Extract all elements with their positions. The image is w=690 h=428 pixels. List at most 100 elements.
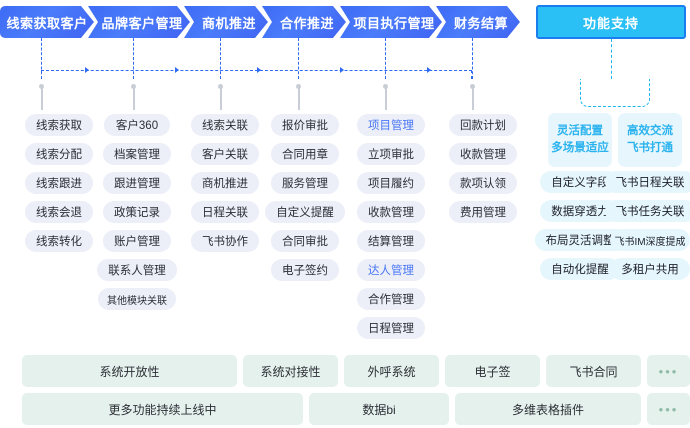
bottom-row2-2[interactable]: 数据bi	[309, 393, 449, 425]
process-tab-label: 财务结算	[453, 15, 508, 31]
bottom-bar-label: 电子签	[474, 364, 511, 379]
pill-flexible-config-2[interactable]: 数据穿透力	[540, 200, 620, 222]
pill-finance-settlement-1[interactable]: 回款计划	[449, 114, 517, 136]
process-tab-label: 项目执行管理	[353, 15, 435, 31]
process-tab-3[interactable]: 商机推进	[184, 6, 268, 38]
bottom-row1-3[interactable]: 外呼系统	[344, 355, 439, 387]
bottom-bar-label: •••	[658, 363, 679, 379]
support-heading-line: 灵活配置	[557, 125, 603, 137]
pill-cooperation-3[interactable]: 服务管理	[271, 172, 339, 194]
process-tab-label: 品牌客户管理	[101, 15, 183, 31]
pill-lead-acquisition-3[interactable]: 线索跟进	[25, 172, 93, 194]
pill-flexible-config-4[interactable]: 自动化提醒	[540, 258, 620, 280]
pill-project-execution-1[interactable]: 项目管理	[357, 114, 425, 136]
pill-lead-acquisition-2[interactable]: 线索分配	[25, 143, 93, 165]
bottom-row2-4[interactable]: •••	[647, 393, 690, 425]
support-heading-efficient-communication: 高效交流飞书打通	[618, 113, 682, 167]
process-tab-label: 合作推进	[279, 15, 334, 31]
pill-opportunity-2[interactable]: 客户关联	[191, 143, 259, 165]
column-stem-3	[218, 84, 223, 110]
process-tab-1[interactable]: 线索获取客户	[0, 6, 94, 38]
pill-cooperation-5[interactable]: 合同审批	[271, 230, 339, 252]
pill-project-execution-6[interactable]: 达人管理	[357, 259, 425, 281]
pill-flexible-config-1[interactable]: 自定义字段	[540, 171, 620, 193]
pill-flexible-config-3[interactable]: 布局灵活调整	[534, 229, 626, 251]
process-tab-4[interactable]: 合作推进	[262, 6, 346, 38]
pill-project-execution-8[interactable]: 日程管理	[357, 317, 425, 339]
support-column-flexible-config: 自定义字段数据穿透力布局灵活调整自动化提醒	[534, 171, 626, 280]
column-stem-cap	[383, 84, 388, 89]
connector-arrow-2	[174, 67, 179, 73]
support-heading-flexible-config: 灵活配置多场景适应	[548, 113, 612, 167]
pill-brand-customer-2[interactable]: 档案管理	[103, 143, 171, 165]
process-tab-2[interactable]: 品牌客户管理	[88, 6, 190, 38]
connector-drop-2	[133, 38, 134, 79]
bottom-row1-6[interactable]: •••	[647, 355, 690, 387]
column-opportunity: 线索关联客户关联商机推进日程关联飞书协作	[186, 114, 264, 252]
connector-drop-1	[41, 38, 42, 79]
pill-cooperation-6[interactable]: 电子签约	[271, 259, 339, 281]
column-stem-cap	[39, 84, 44, 89]
pill-efficient-communication-3[interactable]: 飞书IM深度提成	[610, 229, 690, 251]
pill-opportunity-3[interactable]: 商机推进	[191, 172, 259, 194]
pill-brand-customer-3[interactable]: 跟进管理	[103, 172, 171, 194]
pill-cooperation-4[interactable]: 自定义提醒	[265, 201, 345, 223]
support-heading-line: 飞书打通	[627, 142, 673, 154]
connector-drop-4	[298, 38, 299, 79]
pill-lead-acquisition-1[interactable]: 线索获取	[25, 114, 93, 136]
pill-brand-customer-7[interactable]: 其他模块关联	[98, 288, 176, 310]
bottom-row1-1[interactable]: 系统开放性	[22, 355, 237, 387]
pill-brand-customer-6[interactable]: 联系人管理	[97, 259, 177, 281]
pill-brand-customer-4[interactable]: 政策记录	[103, 201, 171, 223]
bottom-row1-4[interactable]: 电子签	[445, 355, 540, 387]
pill-project-execution-5[interactable]: 结算管理	[357, 230, 425, 252]
pill-project-execution-2[interactable]: 立项审批	[357, 143, 425, 165]
support-heading-line: 多场景适应	[551, 142, 609, 154]
column-stem-2	[131, 84, 136, 110]
pill-lead-acquisition-5[interactable]: 线索转化	[25, 230, 93, 252]
pill-lead-acquisition-4[interactable]: 线索会退	[25, 201, 93, 223]
pill-opportunity-4[interactable]: 日程关联	[191, 201, 259, 223]
column-stem-4	[296, 84, 301, 110]
support-box[interactable]: 功能支持	[536, 5, 686, 39]
connector-arrow-1	[85, 67, 89, 73]
pill-project-execution-3[interactable]: 项目履约	[357, 172, 425, 194]
pill-finance-settlement-3[interactable]: 款项认领	[449, 172, 517, 194]
bottom-bar-label: •••	[658, 401, 679, 417]
bottom-row2-3[interactable]: 多维表格插件	[455, 393, 641, 425]
pill-project-execution-4[interactable]: 收款管理	[357, 201, 425, 223]
bottom-bar-label: 多维表格插件	[511, 402, 584, 417]
bottom-row1-5[interactable]: 飞书合同	[546, 355, 641, 387]
bottom-bar-label: 系统对接性	[260, 364, 321, 379]
column-lead-acquisition: 线索获取线索分配线索跟进线索会退线索转化	[20, 114, 98, 252]
support-heading-line: 高效交流	[627, 125, 673, 137]
pill-brand-customer-1[interactable]: 客户360	[104, 114, 170, 136]
bottom-row2-1[interactable]: 更多功能持续上线中	[22, 393, 303, 425]
pill-efficient-communication-1[interactable]: 飞书日程关联	[604, 171, 690, 193]
process-tab-6[interactable]: 财务结算	[436, 6, 520, 38]
pill-efficient-communication-2[interactable]: 飞书任务关联	[604, 200, 690, 222]
pill-brand-customer-5[interactable]: 账户管理	[103, 230, 171, 252]
column-stem-6	[470, 84, 475, 110]
pill-cooperation-1[interactable]: 报价审批	[271, 114, 339, 136]
process-tab-5[interactable]: 项目执行管理	[340, 6, 442, 38]
bottom-row1-2[interactable]: 系统对接性	[243, 355, 338, 387]
bottom-bar-label: 数据bi	[362, 402, 396, 417]
pill-efficient-communication-4[interactable]: 多租户共用	[610, 258, 690, 280]
process-tab-label: 线索获取客户	[6, 15, 88, 31]
pill-finance-settlement-2[interactable]: 收款管理	[449, 143, 517, 165]
column-brand-customer: 客户360 档案管理跟进管理政策记录账户管理联系人管理其他模块关联	[97, 114, 177, 310]
pill-project-execution-7[interactable]: 合作管理	[357, 288, 425, 310]
pill-opportunity-5[interactable]: 飞书协作	[191, 230, 259, 252]
pill-opportunity-1[interactable]: 线索关联	[191, 114, 259, 136]
column-cooperation: 报价审批合同用章服务管理自定义提醒合同审批电子签约	[265, 114, 345, 281]
bottom-bar-label: 外呼系统	[367, 364, 416, 379]
pill-finance-settlement-4[interactable]: 费用管理	[449, 201, 517, 223]
pill-cooperation-2[interactable]: 合同用章	[271, 143, 339, 165]
connector-arrow-4	[339, 67, 344, 73]
bottom-bar-label: 飞书合同	[569, 364, 618, 379]
connector-drop-6	[472, 38, 473, 79]
column-stem-cap	[218, 84, 223, 89]
bottom-bar-label: 系统开放性	[99, 364, 160, 379]
